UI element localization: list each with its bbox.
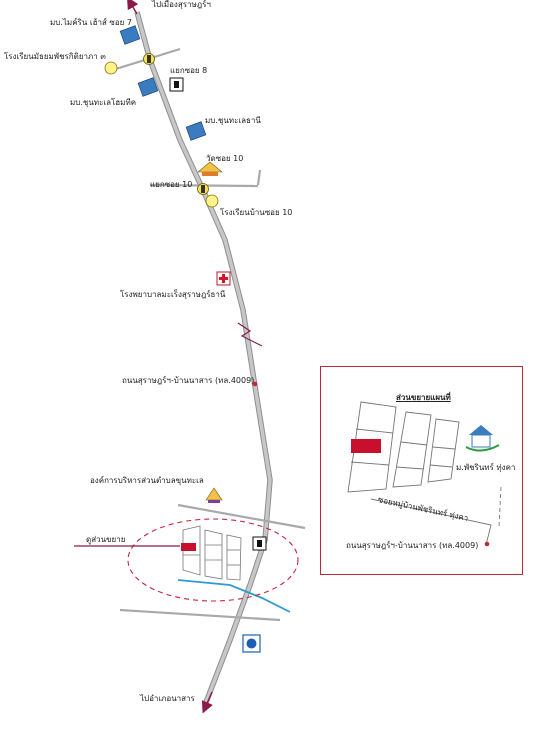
label-school-1: โรงเรียนมัธยมพัชรกิติยาภา ๓ [4, 52, 106, 61]
label-hospital: โรงพยาบาลมะเร็งสุราษฎร์ธานี [120, 290, 226, 299]
zoom-area-ellipse [127, 518, 299, 602]
north-arrow [126, 0, 139, 15]
label-to-north: ไปเมืองสุราษฎร์ฯ [152, 0, 211, 9]
housing-icon [119, 25, 207, 141]
label-to-south: ไปอำเภอนาสาร [140, 694, 195, 703]
map-inset: ส่วนขยายแผนที่ ม.พัชรินทร์ ทุ่งคา ซอยหมู… [320, 366, 523, 575]
housing-icon [465, 425, 500, 452]
subdivision-grid [182, 525, 242, 581]
label-junction-8: แยกซอย 8 [170, 66, 208, 75]
label-village-1: มบ.ไมค์ริน เฮ้าส์ ซอย 7 [50, 18, 132, 27]
road-break-mark [237, 322, 263, 347]
inset-title: ส่วนขยายแผนที่ [396, 393, 451, 402]
gas-station-icon [169, 77, 267, 551]
label-plot-marker: ดูส่วนขยาย [86, 535, 126, 544]
school-icon [104, 61, 219, 208]
inset-highlighted-plot [351, 439, 381, 453]
highway-point [252, 381, 258, 387]
hospital-icon [216, 271, 231, 286]
label-tao-office: องค์การบริหารส่วนตำบลขุนทะเล [90, 476, 204, 485]
highlighted-plot [181, 543, 196, 551]
label-temple-10: วัดซอย 10 [206, 154, 244, 163]
label-school-2: โรงเรียนบ้านซอย 10 [220, 208, 293, 217]
temple-icon [197, 161, 223, 503]
canal [177, 579, 291, 613]
label-village-2: มบ.ชุนทะเลโฮมทีค [70, 98, 137, 107]
traffic-light-icon [143, 53, 209, 195]
inset-highway-label: ถนนสุราษฎร์ฯ-บ้านนาสาร (ทล.4009) [346, 541, 479, 550]
label-junction-10: แยกซอย 10 [150, 180, 193, 189]
south-arrow [201, 691, 213, 714]
inset-map [347, 401, 502, 547]
label-village-3: มบ.ชุนทะเลธานี [205, 116, 261, 125]
inset-village-label: ม.พัชรินทร์ ทุ่งคา [456, 463, 516, 472]
label-highway: ถนนสุราษฎร์ฯ-บ้านนาสาร (ทล.4009) [122, 376, 255, 385]
government-emblem-icon [242, 634, 261, 653]
